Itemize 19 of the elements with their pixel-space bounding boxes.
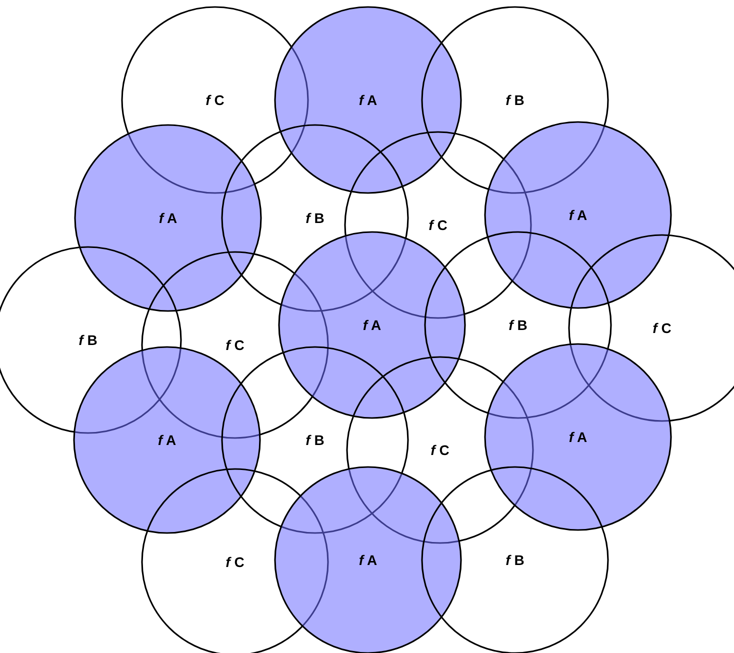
cell-label: f A: [158, 432, 176, 448]
cell-label: f A: [362, 317, 382, 333]
cell-label: f B: [78, 332, 98, 348]
cell-label: f C: [430, 442, 450, 458]
cell-label: f C: [428, 217, 448, 233]
cell-label: f C: [226, 337, 244, 353]
cell-label: f C: [206, 92, 224, 108]
cell-label: f A: [568, 429, 588, 445]
cell-label: f C: [226, 554, 244, 570]
cell-label: f B: [506, 552, 524, 568]
cell-label: f A: [568, 207, 588, 223]
cell-label: f A: [158, 210, 178, 226]
cell-label: f B: [506, 92, 524, 108]
cell-label: f B: [508, 317, 528, 333]
cell-label: f A: [358, 552, 378, 568]
cell-label: f B: [306, 432, 324, 448]
cell-label: f C: [652, 320, 672, 336]
cell-label: f A: [358, 92, 378, 108]
cell-label: f B: [306, 210, 324, 226]
